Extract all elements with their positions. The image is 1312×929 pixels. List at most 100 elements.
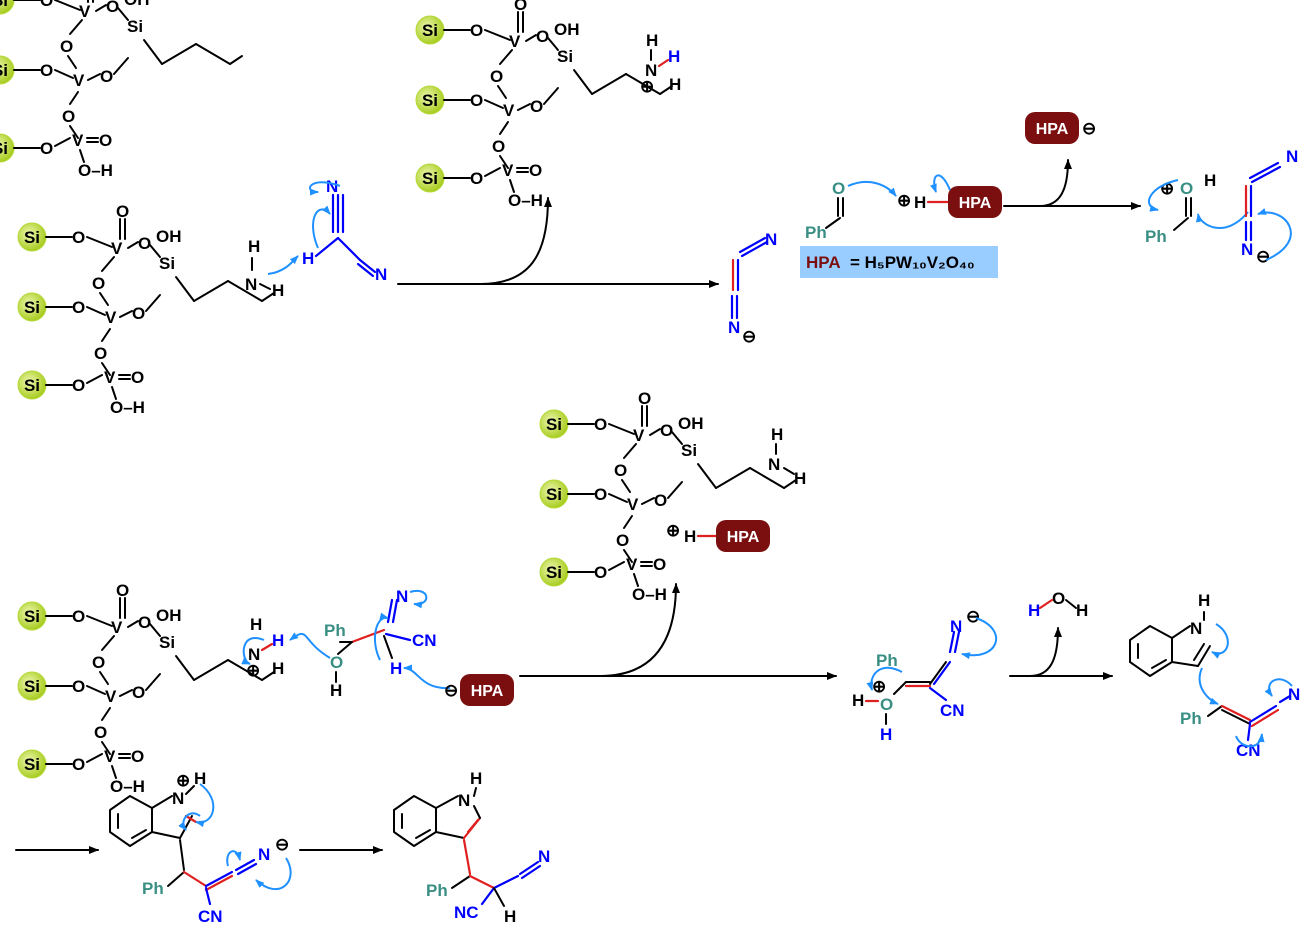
si-label: Si — [0, 139, 8, 158]
h-label: H — [1204, 171, 1216, 190]
si-label: Si — [0, 61, 8, 80]
n-label: N — [768, 455, 780, 474]
cn-label: CN — [412, 631, 437, 650]
hpa-label: HPA — [471, 683, 504, 700]
electron-arrow-icon — [289, 632, 331, 659]
n-label: N — [248, 645, 260, 664]
hpa-anion-badge: HPA ⊖ — [1025, 112, 1096, 144]
oh-label: OH — [124, 0, 150, 9]
plus-charge-icon: ⊕ — [176, 771, 190, 790]
alkoxide-intermediate: Ph O H N CN H — [289, 587, 451, 700]
hpa-catalyst-badge: HPA — [948, 186, 1002, 218]
si-label: Si — [127, 17, 143, 36]
electron-arrow-icon — [409, 589, 428, 609]
n-label: N — [1288, 685, 1300, 704]
h-label: H — [470, 769, 482, 788]
silica-bead-icon: Si — [0, 133, 15, 163]
amine-group: N H H — [245, 237, 284, 300]
o-label: O — [880, 695, 893, 714]
electron-arrow-icon — [866, 666, 903, 691]
vanadium-silica-catalyst-template: Si O V O O Si OH O Si O V O O — [0, 0, 243, 180]
n-label: N — [765, 230, 777, 249]
electron-arrow-icon — [1257, 208, 1292, 261]
minus-charge-icon: ⊖ — [742, 327, 756, 346]
reaction-arrow-icon — [1039, 159, 1072, 207]
ph-label: Ph — [142, 879, 164, 898]
n-label: N — [375, 265, 387, 284]
minus-charge-icon: ⊖ — [1082, 119, 1096, 138]
n-label: N — [458, 791, 470, 810]
o-label: O — [106, 0, 119, 16]
plus-charge-icon: ⊕ — [666, 521, 680, 540]
hpa-label: HPA — [727, 529, 760, 546]
v-label: V — [72, 131, 84, 150]
n-label: N — [172, 789, 184, 808]
electron-arrow-icon — [930, 174, 951, 193]
n-label: N — [1286, 147, 1298, 166]
electron-arrow-icon — [961, 617, 997, 660]
final-product-indolyl-malononitrile: N H Ph N NC H — [393, 769, 550, 926]
electron-arrow-icon — [312, 205, 331, 249]
o-label: O — [40, 139, 53, 158]
cn-label: CN — [940, 701, 965, 720]
n-label: N — [326, 177, 338, 196]
oxonium-intermediate: Ph H ⊕ O H N ⊖ CN — [852, 607, 997, 744]
o-label: O — [832, 179, 845, 198]
h-label: H — [1198, 591, 1210, 610]
o-label: O — [99, 131, 112, 150]
minus-charge-icon: ⊖ — [444, 681, 458, 700]
hpa-anion-badge: ⊖ HPA — [444, 674, 514, 706]
benzaldehyde: O Ph — [805, 179, 897, 242]
electron-arrow-icon — [255, 857, 292, 891]
plus-charge-icon: ⊕ — [246, 661, 260, 680]
hpa-catalyst-badge — [716, 520, 770, 552]
hpa-label: HPA — [959, 195, 992, 212]
n-label: N — [258, 845, 270, 864]
h-label: H — [669, 75, 681, 94]
oh-label: O–H — [78, 161, 113, 180]
ph-label: Ph — [1180, 709, 1202, 728]
reaction-arrow-icon — [479, 197, 552, 285]
h-label: H — [272, 281, 284, 300]
minus-charge-icon: ⊖ — [275, 835, 289, 854]
h-label: H — [1076, 601, 1088, 620]
minus-charge-icon: ⊖ — [1256, 247, 1270, 266]
h-label: H — [504, 907, 516, 926]
h-label: H — [194, 769, 206, 788]
h-label: H — [646, 31, 658, 50]
n-label: N — [396, 587, 408, 606]
electron-arrow-icon — [1196, 211, 1249, 229]
o-label: O — [1052, 589, 1065, 608]
o-label: O — [1180, 179, 1193, 198]
o-label: O — [60, 37, 73, 56]
h-label: H — [248, 237, 260, 256]
o-label: O — [40, 61, 53, 80]
electron-arrow-icon — [847, 180, 897, 197]
ph-label: Ph — [1145, 227, 1167, 246]
hpa-definition-prefix: HPA — [806, 253, 841, 272]
plus-charge-icon: ⊕ — [640, 77, 654, 96]
n-label: N — [645, 61, 657, 80]
h-label: H — [794, 469, 806, 488]
electron-arrow-icon — [1235, 733, 1265, 748]
o-label: O — [62, 107, 75, 126]
ph-label: Ph — [324, 621, 346, 640]
reaction-arrow-icon — [1029, 627, 1062, 677]
hpa-definition-box: HPA = H₅PW₁₀V₂O₄₀ — [800, 246, 998, 278]
electron-arrow-icon — [195, 783, 215, 828]
n-label: N — [1241, 240, 1253, 259]
electron-arrow-icon — [403, 664, 451, 690]
ph-label: Ph — [876, 651, 898, 670]
electron-arrow-icon — [373, 612, 389, 661]
h-label: H — [272, 631, 284, 650]
v-label: V — [79, 2, 91, 21]
malononitrile-anion: N N ⊖ — [728, 230, 777, 346]
hpa-label: HPA — [1036, 121, 1069, 138]
h-label: H — [852, 691, 864, 710]
v-label: V — [73, 71, 85, 90]
malononitrile-anion: N N ⊖ — [1241, 147, 1298, 266]
reaction-arrow-icon — [599, 583, 680, 677]
protonated-amine: N H H H ⊕ — [241, 615, 284, 680]
h-label: H — [272, 659, 284, 678]
